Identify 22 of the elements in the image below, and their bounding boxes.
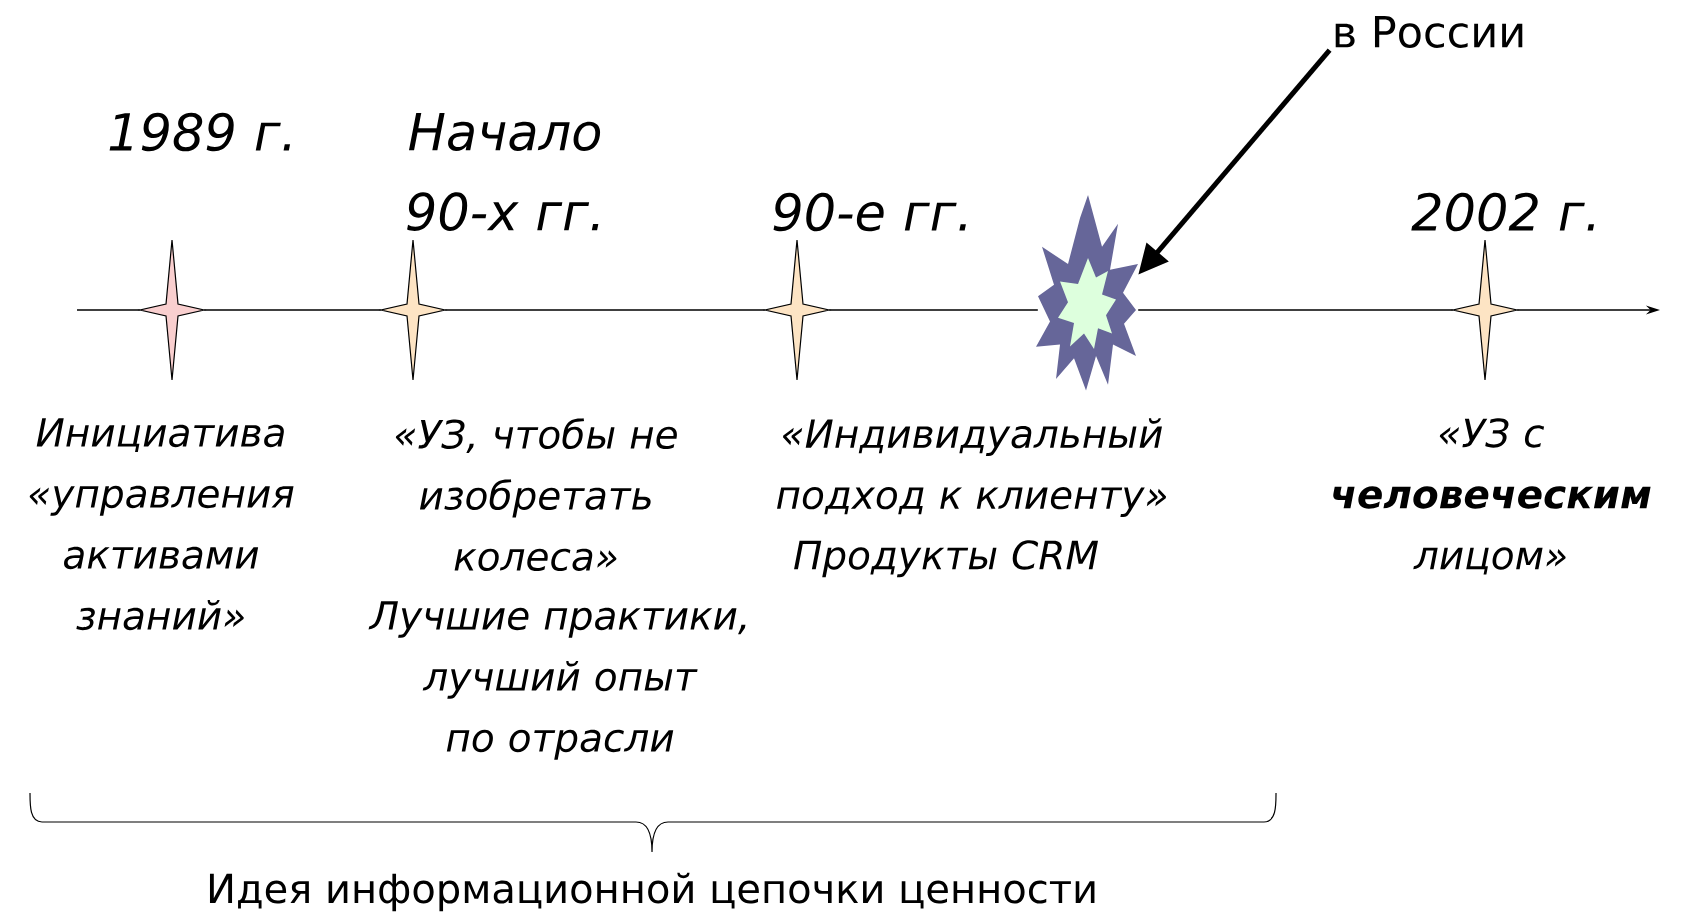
description-text: Инициатива «управления активами знаний» [29,418,294,631]
year-label: Начало 90-х гг. [407,113,601,231]
year-label: 90-е гг. [773,192,966,232]
description-text: Лучшие практики, лучший опыт по отрасли [368,601,746,760]
star-marker [137,239,207,381]
year-label: 2002 г. [1411,192,1595,232]
burst-marker [1036,195,1138,391]
description-text: «УЗ, чтобы не изобретать колеса» [395,418,677,572]
description-text: «УЗ с человеческим лицом» [1333,418,1651,575]
timeline-segment [444,309,766,311]
description-text: Продукты CRM [794,540,1098,578]
star-marker [1450,239,1520,381]
star-marker [762,239,832,381]
caption-text: Идея информационной цепочки ценности [209,872,1095,912]
timeline-segment [1137,309,1454,311]
timeline-segment [203,309,382,311]
star-marker [378,239,448,381]
year-label: 1989 г. [109,112,291,152]
callout-text: в России [1335,16,1523,48]
timeline-segment [828,309,1039,311]
timeline-segment [76,309,141,311]
description-text: «Индивидуальный подход к клиенту» [777,418,1167,517]
